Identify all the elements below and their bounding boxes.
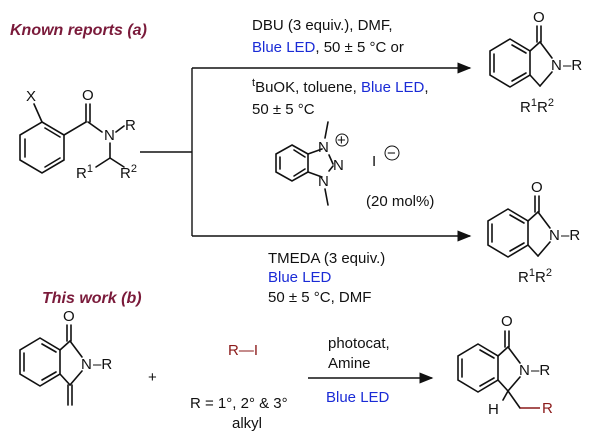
r2-label: R2: [120, 163, 137, 182]
o-label: O: [531, 179, 543, 196]
o-label: O: [63, 308, 75, 325]
conditions-top: DBU (3 equiv.), DMF, Blue LED, 50 ± 5 °C…: [252, 17, 429, 118]
product-isoindolinone-top: O N –R R1R2: [489, 9, 582, 116]
r1r2-label: R1R2: [518, 267, 552, 286]
o-label: O: [501, 313, 513, 330]
cond-bottom-line3: 50 ± 5 °C, DMF: [268, 289, 371, 306]
methyleneisoindolinone: O N –R: [19, 308, 112, 406]
n-plus-label: N: [318, 139, 329, 156]
cond-bottom-line2: Blue LED: [268, 269, 332, 286]
r-scope-line1: R = 1°, 2° & 3°: [190, 395, 288, 412]
cond-top-line3: tBuOK, toluene, Blue LED,: [252, 77, 429, 96]
product-isoindolinone-b: O N –R H R: [457, 313, 553, 418]
cond-bottom-line1: TMEDA (3 equiv.): [268, 250, 385, 267]
r1-label: R1: [76, 163, 93, 182]
r1r2-label: R1R2: [520, 97, 554, 116]
n-r-label: –R: [531, 362, 550, 379]
photocat-label: photocat,: [328, 335, 390, 352]
n-r-label: –R: [93, 356, 112, 373]
starting-benzamide: X O N R R1 R2: [19, 87, 137, 182]
blue-led-label: Blue LED: [326, 389, 390, 406]
minus-charge: −: [387, 145, 396, 162]
alkyl-r-label: R: [542, 400, 553, 417]
n-lower-label: N: [318, 173, 329, 190]
n-label: N: [551, 57, 562, 74]
n-middle-label: N: [333, 157, 344, 174]
n-label: N: [81, 356, 92, 373]
cond-top-line4: 50 ± 5 °C: [252, 101, 315, 118]
branching-arrows: [140, 62, 472, 242]
benzotriazolium-catalyst: N N N + I − (20 mol%): [275, 121, 434, 210]
alkyl-iodide: R—I: [228, 342, 258, 359]
conditions-bottom: TMEDA (3 equiv.) Blue LED 50 ± 5 °C, DMF: [268, 250, 385, 306]
heading-this-work: This work (b): [42, 290, 142, 307]
n-r-label: –R: [561, 227, 580, 244]
halogen-label: X: [26, 88, 36, 105]
h-label: H: [488, 401, 499, 418]
catalyst-loading: (20 mol%): [366, 193, 434, 210]
cond-top-line2: Blue LED, 50 ± 5 °C or: [252, 39, 404, 56]
product-isoindolinone-bottom: O N –R R1R2: [487, 179, 580, 286]
cond-top-line1: DBU (3 equiv.), DMF,: [252, 17, 393, 34]
amide-n-label: N: [104, 127, 115, 144]
amine-label: Amine: [328, 355, 371, 372]
n-label: N: [519, 362, 530, 379]
iodide-label: I: [372, 153, 376, 170]
n-r-label: R: [125, 117, 136, 134]
r-scope-line2: alkyl: [232, 415, 262, 432]
carbonyl-o-label: O: [82, 87, 94, 104]
n-r-label: –R: [563, 57, 582, 74]
heading-known-reports: Known reports (a): [10, 22, 147, 39]
o-label: O: [533, 9, 545, 26]
plus-sign: +: [148, 369, 157, 386]
n-label: N: [549, 227, 560, 244]
plus-charge: +: [337, 132, 346, 149]
